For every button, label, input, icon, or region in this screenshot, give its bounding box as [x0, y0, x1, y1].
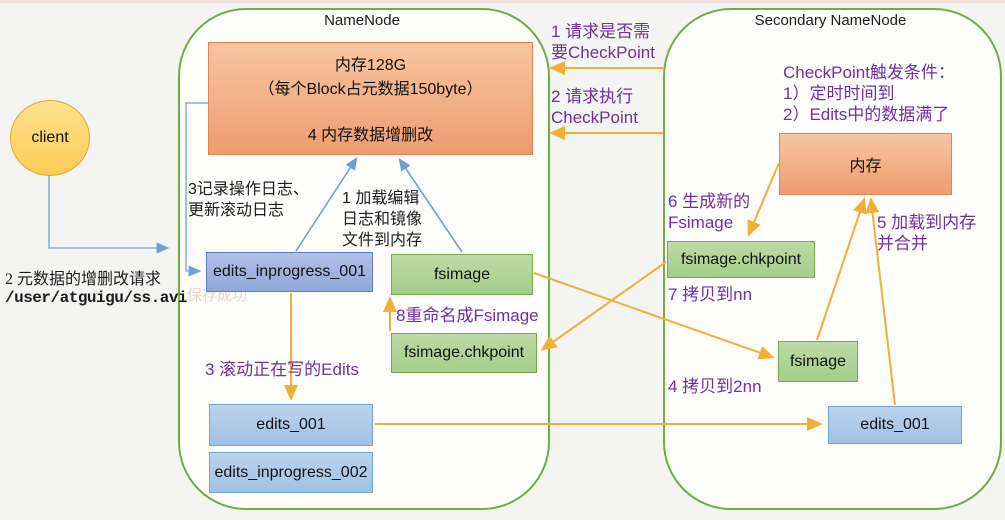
snn-memory-label: 内存	[849, 158, 882, 175]
note-generate-new-fsimage: 6 生成新的 Fsimage	[668, 192, 751, 232]
note-roll-edits: 3 滚动正在写的Edits	[205, 360, 359, 379]
nn-edits-001-label: edits_001	[256, 416, 326, 433]
memory-step4-text: 4 内存数据增删改	[307, 127, 434, 144]
client-node: client	[10, 100, 90, 176]
note-record-log: 3记录操作日志、 更新滚动日志	[188, 181, 309, 219]
client-request-text: 2 元数据的增删改请求	[5, 271, 162, 288]
note-rename-fsimage: 8重命名成Fsimage	[396, 306, 539, 325]
nn-fsimage-label: fsimage	[433, 265, 491, 283]
nn-fsimage-box: fsimage	[391, 254, 533, 295]
top-edge-strip	[0, 0, 1005, 3]
nn-edits-inprogress-001-box: edits_inprogress_001	[206, 252, 373, 292]
memory-block-text: （每个Block占元数据150byte）	[258, 81, 483, 98]
nn-edits-inprogress-002-label: edits_inprogress_002	[214, 463, 368, 481]
nn-edits-inprogress-001-label: edits_inprogress_001	[213, 263, 366, 280]
note-load-to-memory: 1 加载编辑 日志和镜像 文件到内存	[342, 190, 423, 249]
nn-fsimage-chkpoint-box: fsimage.chkpoint	[391, 333, 537, 373]
arrow-step7-copy-chkpoint-to-nn	[540, 261, 667, 351]
snn-edits-001-label: edits_001	[860, 416, 930, 433]
client-request-path: /user/atguigu/ss.avi	[5, 289, 188, 307]
snn-edits-001-box: edits_001	[828, 406, 962, 444]
nn-edits-inprogress-002-box: edits_inprogress_002	[209, 452, 373, 493]
namenode-title: NameNode	[324, 12, 400, 29]
note-checkpoint-trigger-conditions: CheckPoint触发条件： 1）定时时间到 2）Edits中的数据满了	[783, 63, 955, 124]
memory-size-text: 内存128G	[334, 57, 407, 74]
note-load-and-merge: 5 加载到内存 并合并	[877, 213, 977, 253]
nn-edits-001-box: edits_001	[209, 404, 373, 446]
note-copy-to-nn: 7 拷贝到nn	[668, 285, 753, 304]
arrow-client-metadata-request	[48, 175, 170, 254]
client-request-note: 2 元数据的增删改请求 /user/atguigu/ss.avi	[5, 265, 188, 307]
client-label: client	[31, 129, 69, 146]
secondary-namenode-title: Secondary NameNode	[754, 12, 907, 29]
snn-memory-box: 内存	[779, 133, 952, 195]
note-request-execute-checkpoint: 2 请求执行 CheckPoint	[551, 87, 638, 127]
snn-fsimage-label: fsimage	[789, 352, 847, 370]
snn-fsimage-chkpoint-box: fsimage.chkpoint	[667, 241, 815, 278]
nn-fsimage-chkpoint-label: fsimage.chkpoint	[403, 344, 525, 361]
snn-fsimage-chkpoint-label: fsimage.chkpoint	[680, 250, 802, 268]
namenode-memory-box: 内存128G （每个Block占元数据150byte） 4 内存数据增删改	[208, 42, 533, 155]
note-request-checkpoint-needed: 1 请求是否需 要CheckPoint	[551, 22, 655, 62]
note-copy-to-2nn: 4 拷贝到2nn	[668, 377, 762, 396]
snn-fsimage-box: fsimage	[778, 341, 858, 382]
